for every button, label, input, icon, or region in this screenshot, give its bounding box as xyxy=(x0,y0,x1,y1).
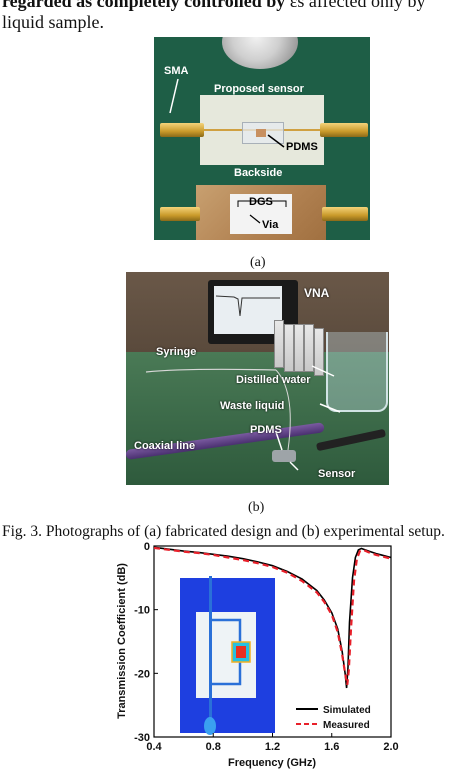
inset-port xyxy=(204,717,216,735)
series-layer xyxy=(153,546,392,689)
lab-bench xyxy=(126,352,389,485)
label-proposed-sensor: Proposed sensor xyxy=(214,83,304,95)
inset-feedline xyxy=(209,576,212,734)
label-dgs: DGS xyxy=(249,196,273,208)
label-sensor: Sensor xyxy=(318,468,356,480)
label-coaxial-line: Coaxial line xyxy=(134,440,196,452)
x-tick-label: 2.0 xyxy=(383,741,398,753)
label-via: Via xyxy=(262,219,279,231)
y-tick-label: -30 xyxy=(134,732,150,744)
label-backside: Backside xyxy=(234,167,283,179)
sensor-fixture xyxy=(272,450,296,462)
x-tick-label: 0.8 xyxy=(206,741,221,753)
sma-connector-left xyxy=(160,123,204,137)
x-axis-label: Frequency (GHz) xyxy=(228,757,316,769)
y-tick-label: -20 xyxy=(134,668,150,680)
caption-b: (b) xyxy=(248,500,265,515)
sma-connector-right-back xyxy=(322,207,368,221)
x-tick-label: 1.2 xyxy=(265,741,280,753)
sample-bottle xyxy=(294,324,304,372)
legend: Simulated Measured xyxy=(296,705,371,731)
sma-connector-right xyxy=(320,123,368,137)
x-tick-label: 0.4 xyxy=(146,741,162,753)
sample-bottle xyxy=(314,328,324,376)
inset-traces xyxy=(204,576,251,735)
sensor-pad xyxy=(256,129,266,137)
label-sma: SMA xyxy=(164,65,189,77)
legend-label-measured: Measured xyxy=(323,720,370,731)
x-tick-label: 1.6 xyxy=(324,741,339,753)
body-text-line-2: liquid sample. xyxy=(2,12,104,32)
label-syringe: Syringe xyxy=(156,346,197,358)
vna-screen xyxy=(214,286,282,334)
body-text-line-1: regarded as completely controlled by εs … xyxy=(2,0,426,12)
photo-b-lines xyxy=(145,365,341,471)
label-waste-liquid: Waste liquid xyxy=(220,400,285,412)
figure-caption: Fig. 3. Photographs of (a) fabricated de… xyxy=(2,523,445,540)
sample-bottle xyxy=(304,324,314,372)
sma-connector-left-back xyxy=(160,207,200,221)
y-tick-label: -10 xyxy=(134,605,150,617)
y-axis-label: Transmission Coefficient (dB) xyxy=(116,563,128,719)
inset-resonator-core xyxy=(236,646,246,658)
label-vna: VNA xyxy=(304,286,330,300)
legend-label-simulated: Simulated xyxy=(323,705,371,716)
body-text-rest: εs affected only by xyxy=(285,0,426,11)
photo-fabricated-design: SMA Proposed sensor PDMS Backside DGS Vi… xyxy=(154,37,370,240)
label-pdms: PDMS xyxy=(286,141,318,153)
inset-sensor-layout xyxy=(180,576,275,735)
inset-stub xyxy=(210,618,242,686)
photo-a-arrows xyxy=(169,78,287,224)
y-tick-label: 0 xyxy=(144,541,150,553)
label-distilled-water: Distilled water xyxy=(236,374,311,386)
body-text-bold: regarded as completely controlled by xyxy=(2,0,286,11)
caption-a: (a) xyxy=(250,255,266,270)
vna-trace xyxy=(215,295,280,317)
ticks-layer: 0.4 0.8 1.2 1.6 2.0 0 -10 -20 -30 xyxy=(134,541,399,753)
sample-bottle xyxy=(274,320,284,368)
sample-bottle xyxy=(284,324,294,372)
label-pdms-b: PDMS xyxy=(250,424,282,436)
photo-experimental-setup: VNA Syringe Distilled water Waste liquid… xyxy=(126,272,389,485)
series-line-measured xyxy=(153,546,392,686)
transmission-chart: 0.4 0.8 1.2 1.6 2.0 0 -10 -20 -30 Transmission C… xyxy=(116,541,399,769)
